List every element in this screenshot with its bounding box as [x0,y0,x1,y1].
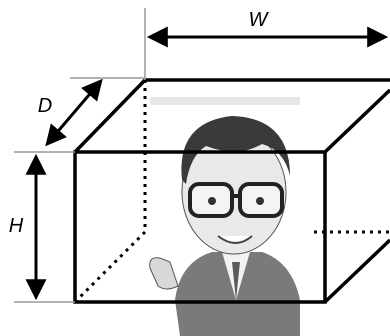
depth-arrow [45,78,103,147]
depth-label: D [38,95,52,117]
box-front-face [73,150,327,304]
height-label: H [9,215,24,237]
width-label: W [249,9,270,31]
dimension-arrows [25,26,389,301]
caricature-illustration [149,97,300,336]
guide-lines [14,8,146,303]
hidden-edges [73,80,390,304]
